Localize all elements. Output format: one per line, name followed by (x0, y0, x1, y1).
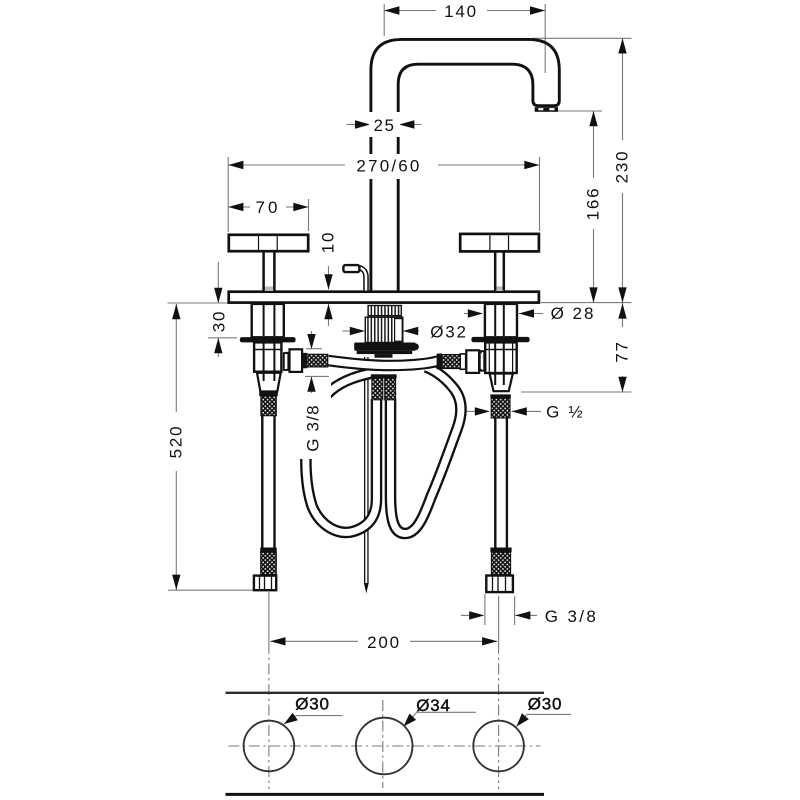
svg-text:25: 25 (373, 116, 395, 135)
svg-text:G 3/8: G 3/8 (304, 404, 323, 452)
svg-text:10: 10 (319, 231, 338, 254)
svg-text:Ø 28: Ø 28 (551, 304, 596, 323)
svg-text:Ø30: Ø30 (295, 695, 330, 714)
svg-text:G ½: G ½ (546, 403, 585, 422)
svg-text:G 3/8: G 3/8 (545, 607, 599, 626)
svg-text:Ø30: Ø30 (528, 695, 563, 714)
svg-text:200: 200 (367, 633, 401, 652)
svg-text:30: 30 (210, 310, 229, 333)
svg-text:520: 520 (167, 425, 186, 459)
svg-text:140: 140 (444, 2, 478, 21)
svg-text:230: 230 (613, 150, 632, 184)
svg-text:Ø34: Ø34 (416, 696, 451, 715)
svg-text:70: 70 (256, 198, 281, 217)
svg-text:Ø32: Ø32 (430, 323, 468, 342)
svg-text:270/60: 270/60 (356, 157, 421, 176)
svg-text:166: 166 (584, 187, 603, 221)
svg-text:77: 77 (613, 340, 632, 363)
